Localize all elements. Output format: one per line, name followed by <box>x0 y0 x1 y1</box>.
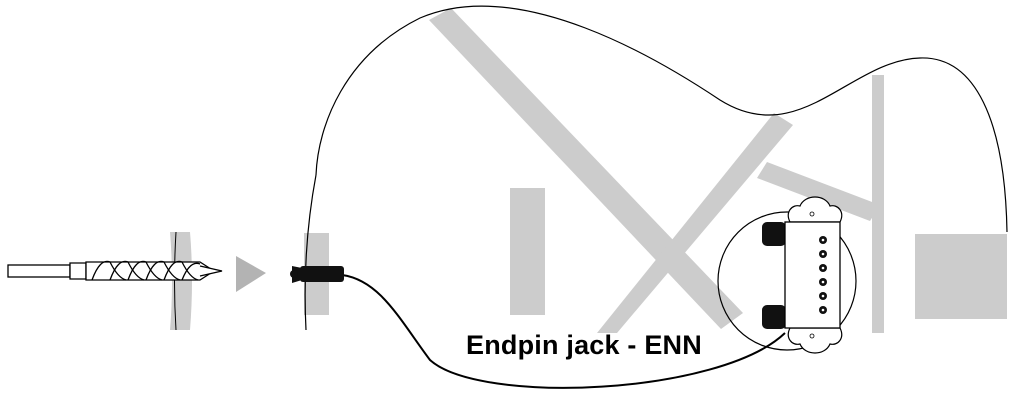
soundhole-pickup-icon <box>762 196 843 354</box>
diagram-caption: Endpin jack - ENN <box>466 330 702 360</box>
guitar-bracing <box>429 8 1007 333</box>
endpin-jack-plug-icon <box>290 266 344 283</box>
jack-cable <box>341 274 786 389</box>
guitar-body-outline <box>315 5 1008 233</box>
right-arrow-icon <box>236 256 266 292</box>
drilled-end-block <box>170 231 192 331</box>
auger-drill-bit-icon <box>7 260 223 281</box>
soundhole <box>717 211 857 351</box>
